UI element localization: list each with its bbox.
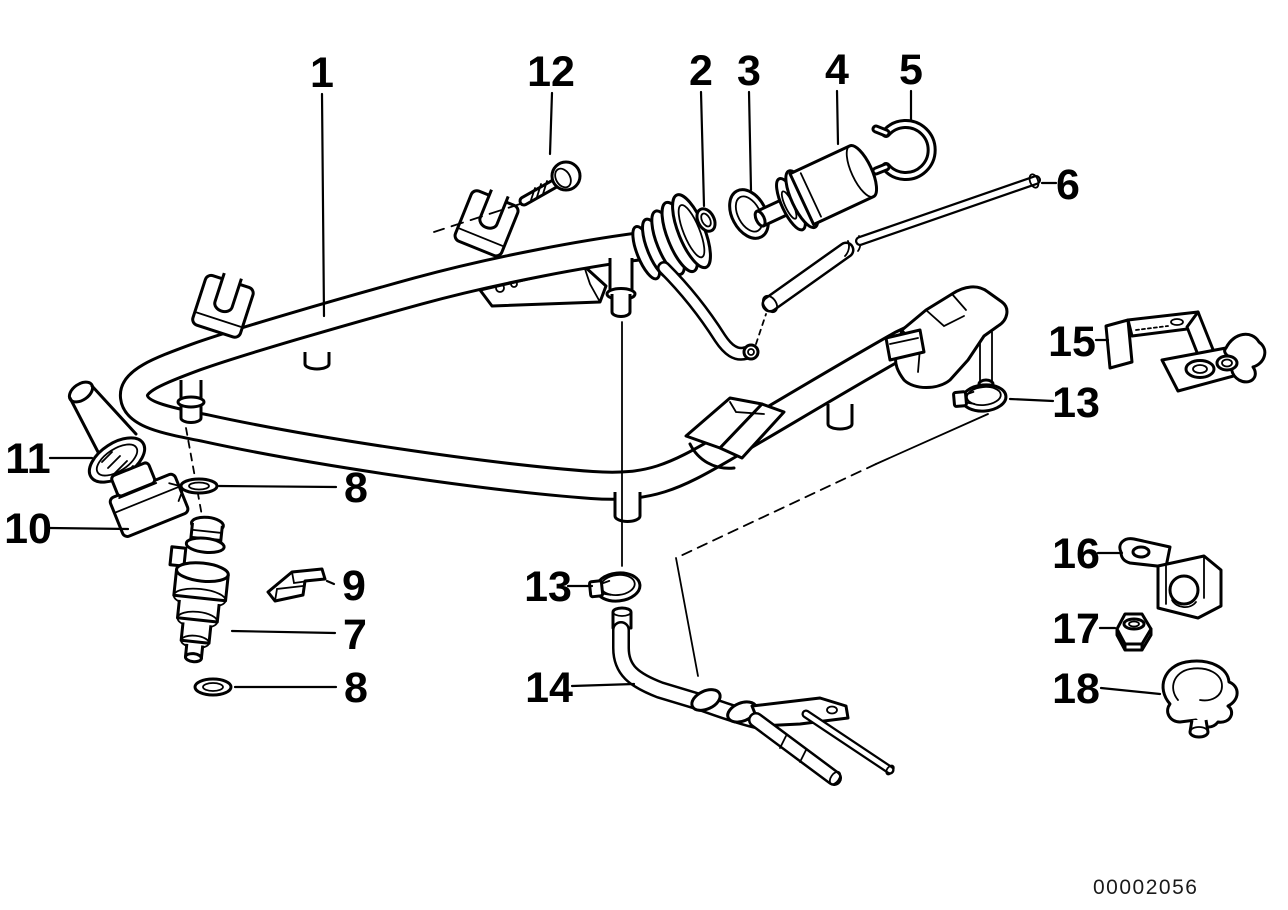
callout-3[interactable]: 3	[737, 47, 761, 95]
seal-ring-8-upper	[179, 477, 219, 495]
callout-9[interactable]: 9	[342, 562, 366, 610]
callout-8b[interactable]: 8	[344, 664, 368, 712]
saddle-bracket	[684, 396, 786, 470]
callout-15[interactable]: 15	[1048, 318, 1096, 366]
hose-clamp-13-right	[952, 383, 1008, 413]
protective-boot-11	[67, 380, 147, 484]
injector-ports	[176, 258, 854, 523]
rail-end-fitting	[884, 285, 1009, 390]
clamp-bracket-upper	[453, 189, 520, 258]
callout-4[interactable]: 4	[825, 46, 849, 94]
hose-14-assembly	[611, 606, 895, 786]
nut-17	[1115, 612, 1153, 652]
callout-13b[interactable]: 13	[1052, 379, 1100, 427]
callout-1[interactable]: 1	[310, 49, 334, 97]
callout-5[interactable]: 5	[899, 46, 923, 94]
leader-lines	[48, 89, 1162, 696]
callout-16[interactable]: 16	[1052, 530, 1100, 578]
return-hose	[657, 261, 767, 361]
clip-9	[266, 567, 327, 603]
callout-11[interactable]: 11	[5, 435, 50, 483]
callout-14[interactable]: 14	[525, 664, 573, 712]
callout-6[interactable]: 6	[1056, 161, 1080, 209]
plug-connector-10	[108, 461, 190, 538]
callout-13a[interactable]: 13	[524, 563, 572, 611]
bracket-15	[1104, 310, 1267, 393]
lock-ring-5	[871, 119, 937, 181]
bracket-16	[1118, 537, 1223, 620]
fuel-pipe-6	[761, 173, 1041, 314]
screw-12	[433, 160, 582, 233]
clamp-bracket-left	[191, 272, 255, 339]
callout-8a[interactable]: 8	[344, 464, 368, 512]
seal-ring-8-lower	[193, 677, 233, 697]
callout-2[interactable]: 2	[689, 47, 713, 95]
regulator-housing-bellows	[631, 193, 712, 281]
clip-18	[1161, 659, 1239, 739]
doc-number: 00002056	[1093, 876, 1198, 899]
callout-17[interactable]: 17	[1052, 605, 1100, 653]
pressure-regulator-4	[753, 144, 879, 232]
reference-lines	[185, 321, 989, 677]
callout-7[interactable]: 7	[343, 611, 367, 659]
o-ring-small-2	[695, 207, 717, 233]
callout-10[interactable]: 10	[4, 505, 52, 553]
hose-clamp-13-mid	[588, 571, 642, 603]
callout-18[interactable]: 18	[1052, 665, 1100, 713]
fuel-injector-7	[168, 515, 230, 664]
callout-12[interactable]: 12	[527, 48, 575, 96]
